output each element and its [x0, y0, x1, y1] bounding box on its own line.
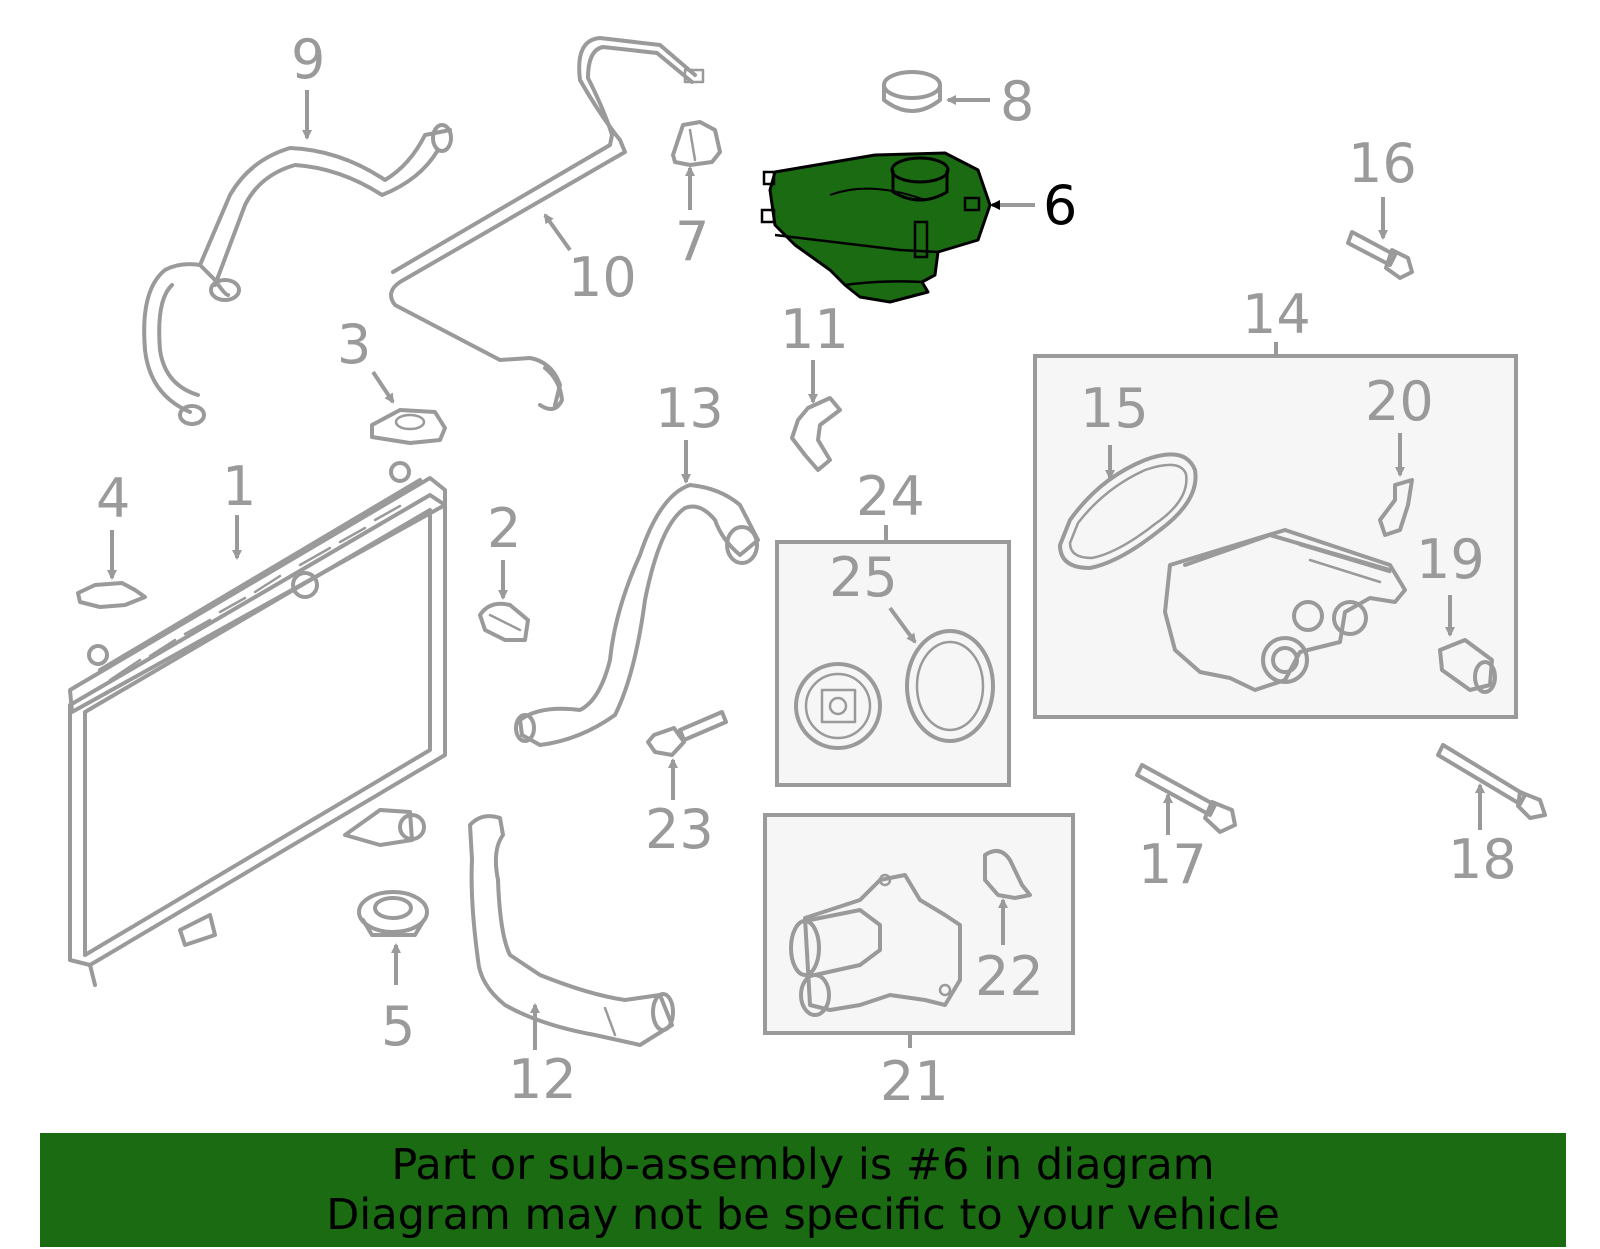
callout-2: 2 — [487, 497, 521, 560]
banner-line-1: Part or sub-assembly is #6 in diagram — [391, 1140, 1215, 1190]
callout-1: 1 — [222, 455, 256, 518]
banner-line-2: Diagram may not be specific to your vehi… — [326, 1190, 1280, 1240]
callout-9: 9 — [291, 28, 325, 91]
reservoir-part-6 — [760, 151, 992, 304]
callout-17: 17 — [1138, 833, 1207, 896]
bolt-part-18 — [1436, 743, 1547, 820]
callout-3: 3 — [337, 313, 371, 376]
sensor-part-4 — [76, 581, 147, 609]
clip-part-2 — [478, 601, 530, 642]
callout-5: 5 — [381, 995, 415, 1058]
pipe-part-10 — [389, 36, 705, 411]
hose-part-12 — [468, 814, 675, 1047]
bolt-part-17 — [1135, 763, 1237, 834]
callout-14: 14 — [1242, 283, 1311, 346]
parts-diagram: 1 2 3 4 5 6 7 8 9 10 11 12 13 14 15 16 1… — [68, 28, 1547, 1113]
info-banner: Part or sub-assembly is #6 in diagram Di… — [40, 1133, 1566, 1247]
group-box-24 — [775, 540, 1011, 787]
sensor-part-19 — [1438, 638, 1497, 694]
housing-part-14 — [1163, 528, 1407, 692]
callout-20: 20 — [1365, 370, 1434, 433]
gasket-part-22 — [983, 849, 1032, 900]
callout-12: 12 — [508, 1048, 577, 1111]
seal-part-25 — [905, 629, 995, 743]
callout-11: 11 — [780, 298, 849, 361]
clip-part-20 — [1378, 478, 1414, 537]
callout-16: 16 — [1348, 132, 1417, 195]
callout-22: 22 — [975, 945, 1044, 1008]
callout-19: 19 — [1416, 528, 1485, 591]
mount-part-5 — [357, 890, 429, 937]
connector-part-7 — [671, 120, 722, 167]
bolt-part-23 — [646, 710, 728, 757]
callout-10: 10 — [568, 246, 637, 309]
callout-25: 25 — [829, 546, 898, 609]
callout-13: 13 — [655, 377, 724, 440]
callout-18: 18 — [1448, 828, 1517, 891]
callout-23: 23 — [645, 798, 714, 861]
group-box-21 — [763, 813, 1075, 1035]
thermostat-housing-part-21 — [789, 873, 962, 1017]
thermostat-part-24 — [794, 662, 882, 750]
callout-8: 8 — [1000, 70, 1034, 133]
leader-arrows — [107, 90, 1485, 1050]
hose-part-13 — [514, 483, 760, 747]
callout-21: 21 — [880, 1050, 949, 1113]
gasket-part-15 — [1058, 452, 1198, 570]
callout-4: 4 — [96, 467, 130, 530]
callout-6: 6 — [1043, 174, 1077, 237]
bolt-part-16 — [1346, 230, 1414, 280]
callout-24: 24 — [856, 465, 925, 528]
callout-15: 15 — [1080, 377, 1149, 440]
elbow-part-11 — [790, 396, 842, 472]
radiator-part-1 — [68, 461, 447, 987]
bracket-part-3 — [370, 408, 447, 445]
cap-part-8 — [882, 70, 942, 113]
callout-7: 7 — [675, 210, 709, 273]
hose-part-9 — [142, 123, 453, 426]
